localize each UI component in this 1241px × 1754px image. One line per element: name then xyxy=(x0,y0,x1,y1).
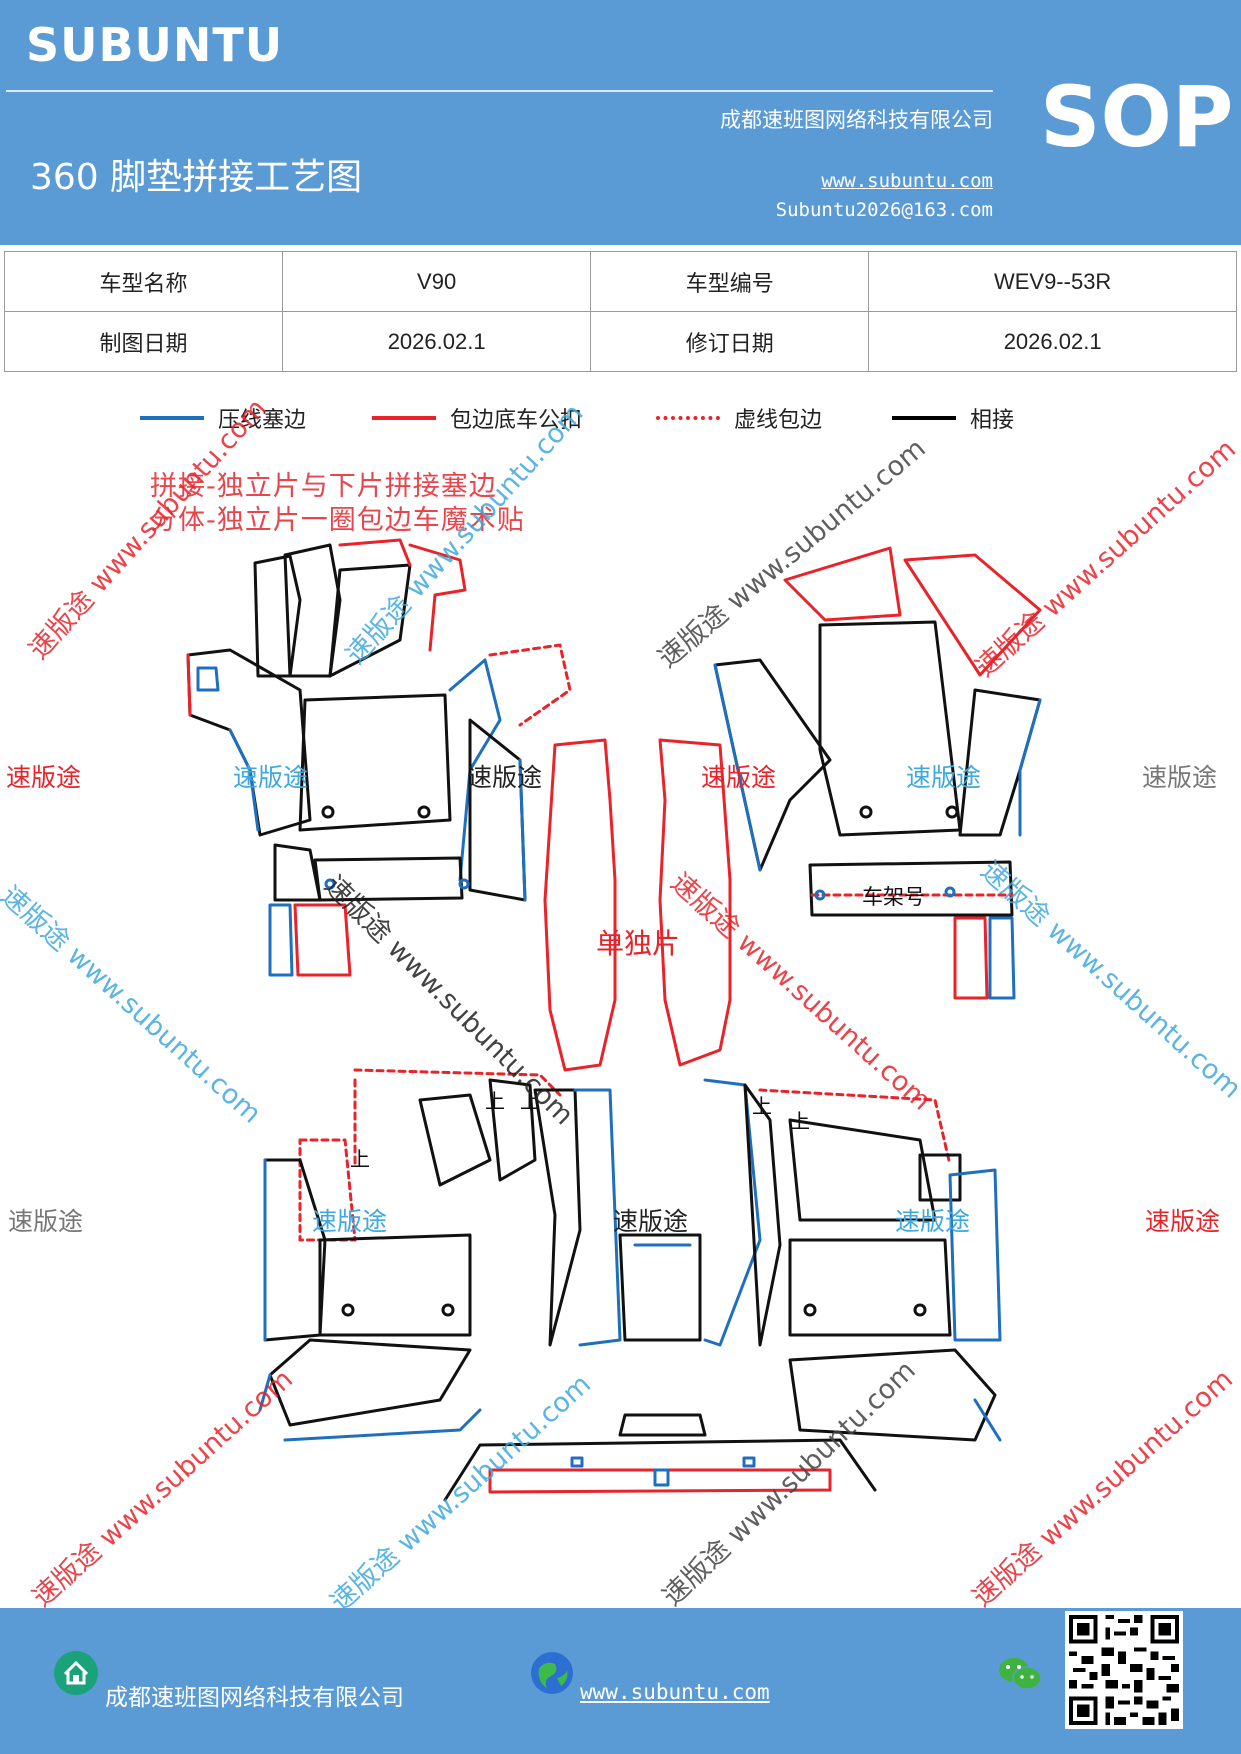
legend-item: 压线塞边 xyxy=(140,398,306,438)
legend-label: 压线塞边 xyxy=(218,408,307,433)
info-value: V90 xyxy=(282,251,592,312)
rear-mat xyxy=(258,1068,1002,1502)
up-marker: 上 xyxy=(520,1089,540,1113)
legend-line-swatch xyxy=(372,416,436,420)
watermark: 速版途 xyxy=(467,763,543,792)
globe-icon xyxy=(531,1652,573,1694)
wechat-icon xyxy=(999,1658,1042,1690)
note-line: 拼接-独立片与下片拼接塞边 xyxy=(150,471,497,502)
vin-label: 车架号 xyxy=(862,885,925,909)
watermark: 速版途 xyxy=(1145,1207,1221,1236)
company-name: 成都速班图网络科技有限公司 xyxy=(720,108,993,132)
watermark: 速版途 xyxy=(701,763,777,792)
watermark: 速版途 xyxy=(613,1207,689,1236)
legend-label: 虚线包边 xyxy=(734,408,823,433)
up-marker: 上 xyxy=(485,1089,505,1113)
legend-line-swatch xyxy=(892,416,956,420)
up-marker: 上 xyxy=(752,1094,772,1118)
legend-line-swatch xyxy=(140,416,204,420)
single-piece-label: 单独片 xyxy=(596,927,681,960)
qr-code xyxy=(1065,1611,1183,1729)
info-value: WEV9--53R xyxy=(868,251,1237,312)
info-label: 车型名称 xyxy=(3,251,284,312)
watermark: 速版途 xyxy=(8,1207,84,1236)
info-label: 车型编号 xyxy=(590,251,870,312)
watermark: 速版途 xyxy=(906,763,982,792)
process-notes: 拼接-独立片与下片拼接塞边 分体-独立片一圈包边车魔术贴 xyxy=(150,470,525,538)
watermark: 速版途 xyxy=(1142,763,1218,792)
info-value: 2026.02.1 xyxy=(282,311,592,372)
legend-line-swatch xyxy=(656,416,720,420)
watermark: 速版途 xyxy=(233,763,309,792)
watermark: 速版途 xyxy=(6,763,82,792)
brand-logo: SUBUNTU xyxy=(26,18,284,72)
note-line: 分体-独立片一圈包边车魔术贴 xyxy=(150,505,525,536)
footer-website-link[interactable]: www.subuntu.com xyxy=(580,1680,770,1704)
home-icon xyxy=(54,1651,98,1695)
legend-label: 包边底车公扣 xyxy=(450,408,583,433)
header-divider xyxy=(6,90,993,92)
up-marker: 上 xyxy=(790,1109,810,1133)
legend-label: 相接 xyxy=(970,408,1015,433)
front-right-mat xyxy=(713,546,1042,1000)
center-single-piece xyxy=(543,738,732,1072)
footer: 成都速班图网络科技有限公司 www.subuntu.com xyxy=(0,1608,1241,1754)
website-link[interactable]: www.subuntu.com xyxy=(821,170,993,192)
legend-item: 虚线包边 xyxy=(656,398,822,438)
info-label: 制图日期 xyxy=(3,311,284,372)
sop-label: SOP xyxy=(1040,68,1234,166)
up-marker: 上 xyxy=(350,1147,370,1171)
header: SUBUNTU 成都速班图网络科技有限公司 SOP 360 脚垫拼接工艺图 ww… xyxy=(0,0,1241,245)
legend-item: 相接 xyxy=(892,398,1014,438)
email-address: Subuntu2026@163.com xyxy=(775,199,993,221)
document-title: 360 脚垫拼接工艺图 xyxy=(30,157,363,198)
legend-item: 包边底车公扣 xyxy=(372,398,582,438)
info-label: 修订日期 xyxy=(590,311,870,372)
info-value: 2026.02.1 xyxy=(868,311,1237,372)
footer-company: 成都速班图网络科技有限公司 xyxy=(105,1685,404,1711)
mat-splice-diagram xyxy=(186,538,1042,1502)
front-left-mat xyxy=(186,538,572,977)
watermark: 速版途 xyxy=(312,1207,388,1236)
watermark: 速版途 xyxy=(895,1207,971,1236)
